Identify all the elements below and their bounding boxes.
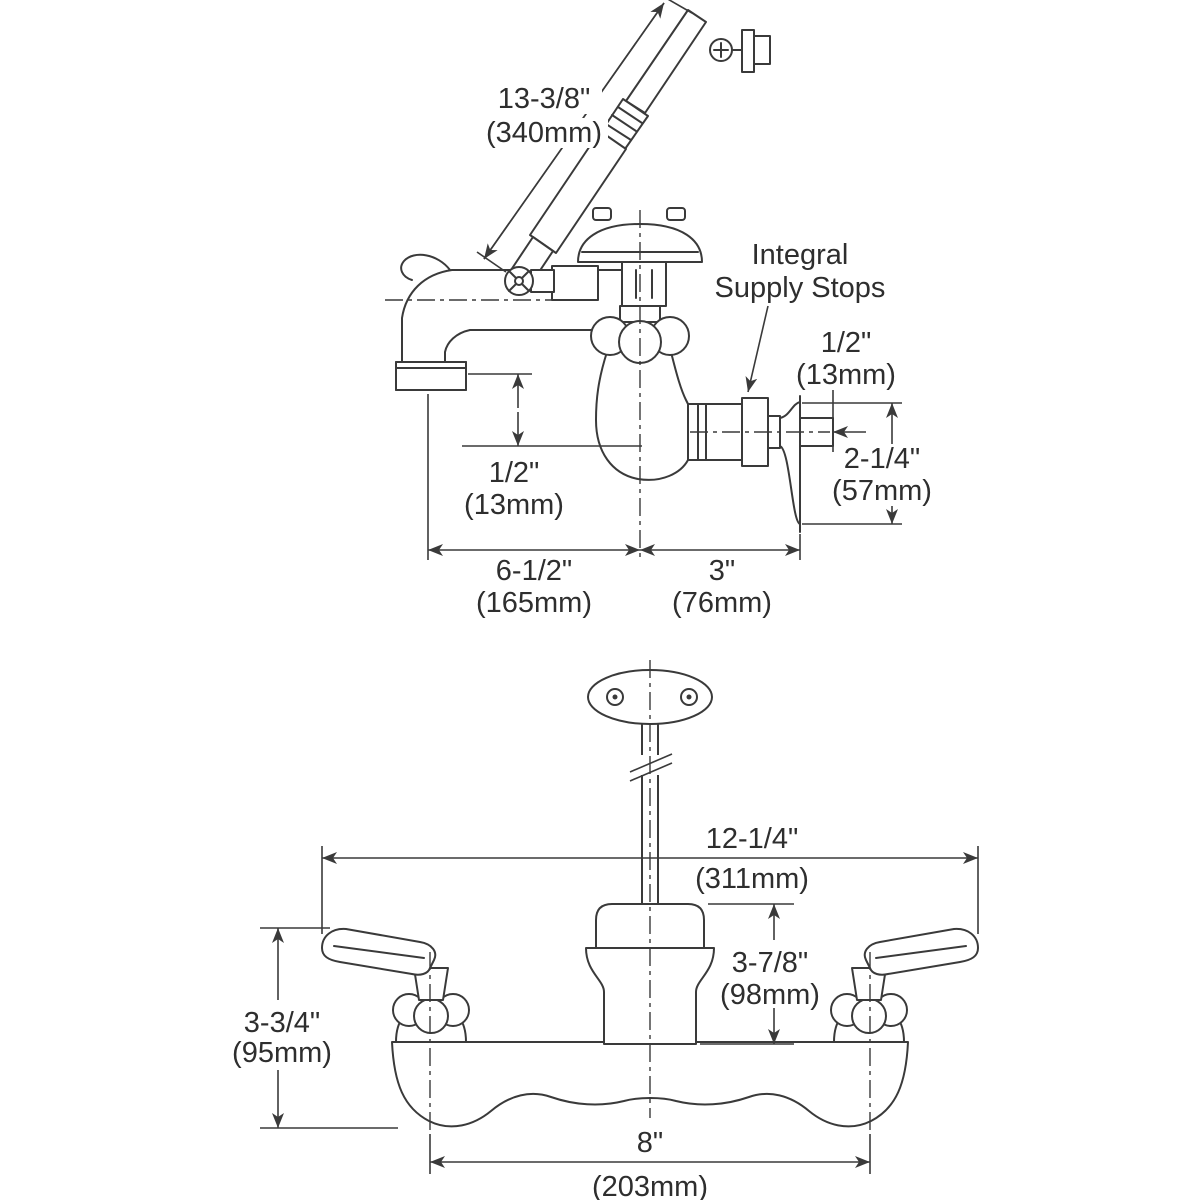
annotation-line2: Supply Stops (715, 272, 886, 304)
wall-flange (779, 401, 801, 525)
pail-hook (400, 253, 451, 281)
pipe-break-mark (629, 753, 673, 773)
dim-body-height-in: 3-3/4" (244, 1007, 320, 1039)
dim-inlet-spacing: 8" (203mm) (429, 1127, 871, 1200)
faucet-body-elbow (595, 351, 689, 481)
cap-screw-right (666, 207, 686, 221)
dim-body-height-mm: (95mm) (232, 1037, 332, 1069)
dim-hose-length-in: 13-3/8" (498, 83, 591, 115)
dim-inlet-spacing-mm: (203mm) (592, 1171, 708, 1200)
dim-supply-inlet-mm: (13mm) (796, 359, 896, 391)
wall-hook-bracket (709, 29, 771, 73)
dim-overall-width-mm: (311mm) (695, 863, 809, 895)
dim-inlet-spacing-in: 8" (637, 1127, 663, 1159)
dim-spout-drop: 1/2" (13mm) (462, 373, 642, 521)
dim-flange-in: 2-1/4" (844, 443, 920, 475)
annotation-leader (745, 305, 769, 393)
dim-spout-reach-and-wall: 6-1/2" (165mm) 3" (76mm) (427, 394, 801, 619)
dim-hose-length: 13-3/8" (340mm) (476, 0, 693, 273)
dim-supply-inlet: 1/2" (13mm) (796, 327, 896, 452)
dim-hose-length-mm: (340mm) (486, 117, 602, 149)
dim-spout-drop-mm: (13mm) (464, 489, 564, 521)
dim-spout-reach-mm: (165mm) (476, 587, 592, 619)
annotation-supply-stops: Integral Supply Stops (715, 239, 886, 393)
side-view: 13-3/8" (340mm) Integral Supply Stops 1/… (385, 0, 932, 619)
spray-head-cradle (551, 265, 599, 301)
front-view: 12-1/4" (311mm) 3-7/8" (98mm) 3-3/4" (95… (232, 660, 979, 1200)
supply-stop (687, 395, 834, 533)
spray-valve-wheel (504, 266, 534, 296)
left-valve-stem (413, 967, 449, 1001)
right-valve-stem (851, 967, 887, 1001)
dim-spout-height: 3-7/8" (98mm) (700, 903, 820, 1045)
dim-overall-width: 12-1/4" (311mm) (321, 823, 979, 934)
dim-flange-mm: (57mm) (832, 475, 932, 507)
spray-hose-assembly (504, 9, 707, 296)
dim-wall-to-center-mm: (76mm) (672, 587, 772, 619)
cap-screw-left (592, 207, 612, 221)
dim-wall-to-center-in: 3" (709, 555, 735, 587)
dim-body-height: 3-3/4" (95mm) (232, 927, 398, 1129)
dim-spout-height-in: 3-7/8" (732, 947, 808, 979)
dim-spout-height-mm: (98mm) (720, 979, 820, 1011)
dim-flange: 2-1/4" (57mm) (802, 402, 932, 525)
annotation-line1: Integral (752, 239, 849, 271)
dim-spout-drop-in: 1/2" (489, 457, 540, 489)
dim-supply-inlet-in: 1/2" (821, 327, 872, 359)
right-valve (830, 927, 979, 1043)
left-valve (321, 927, 470, 1043)
dim-spout-reach-in: 6-1/2" (496, 555, 572, 587)
dim-overall-width-in: 12-1/4" (706, 823, 799, 855)
riser-pipe (629, 723, 673, 907)
